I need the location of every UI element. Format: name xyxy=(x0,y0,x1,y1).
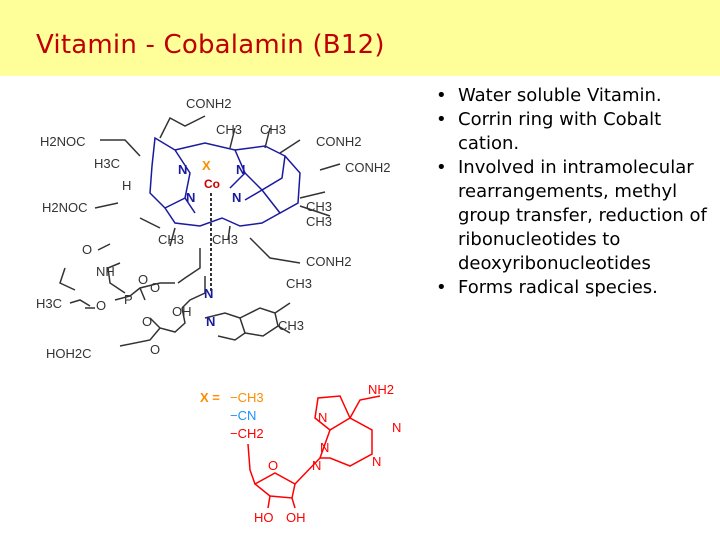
bullet-item: • Forms radical species. xyxy=(436,276,720,300)
label-n-bz2: N xyxy=(206,314,215,329)
label-n-bz1: N xyxy=(204,286,213,301)
bullet-item: • Corrin ring with Cobalt cation. xyxy=(436,108,720,156)
label-x: X xyxy=(202,158,211,173)
label-h2noc-left2: H2NOC xyxy=(42,200,88,215)
label-ch3-r1: CH3 xyxy=(306,199,332,214)
label-h2noc-left: H2NOC xyxy=(40,134,86,149)
label-ad-n3: N xyxy=(312,458,321,473)
label-o-a: O xyxy=(96,298,106,313)
bullet-list: • Water soluble Vitamin. • Corrin ring wit… xyxy=(436,84,720,300)
label-conh2-right1: CONH2 xyxy=(316,134,362,149)
label-n3: N xyxy=(186,190,195,205)
label-ch3-c: CH3 xyxy=(158,232,184,247)
label-o-minus: O xyxy=(150,280,160,295)
label-h3c-bottom: H3C xyxy=(36,296,62,311)
label-cobalt: Co xyxy=(204,177,220,191)
bullet-item: • Water soluble Vitamin. xyxy=(436,84,720,108)
x-legend-methyl: −CH3 xyxy=(230,390,264,405)
bullet-dot-icon: • xyxy=(436,157,447,178)
bullet-text: Water soluble Vitamin. xyxy=(458,85,662,106)
bullet-dot-icon: • xyxy=(436,85,447,106)
label-ch3-r2: CH3 xyxy=(306,214,332,229)
x-legend-cyano: −CN xyxy=(230,408,256,423)
label-ch3-bz2: CH3 xyxy=(278,318,304,333)
label-n4: N xyxy=(232,190,241,205)
label-ad-n2: N xyxy=(392,420,401,435)
label-ch3-bz1: CH3 xyxy=(286,276,312,291)
label-conh2-top: CONH2 xyxy=(186,96,232,111)
bullet-text: Corrin ring with Cobalt cation. xyxy=(458,109,662,154)
corrin-nitrogen-labels: N N N N N N xyxy=(178,162,245,329)
bullet-dot-icon: • xyxy=(436,277,447,298)
structure-labels: CONH2 CH3 CH3 H2NOC CONH2 H3C CONH2 H CH… xyxy=(36,96,391,361)
label-nh2: NH2 xyxy=(368,382,394,397)
cobalamin-structure: CONH2 CH3 CH3 H2NOC CONH2 H3C CONH2 H CH… xyxy=(36,96,401,525)
label-ad-o: O xyxy=(268,458,278,473)
label-o-amide: O xyxy=(82,242,92,257)
label-ch3-d: CH3 xyxy=(212,232,238,247)
skeletal-bonds xyxy=(59,115,341,347)
label-nh: NH xyxy=(96,264,115,279)
label-o-ribose: O xyxy=(150,342,160,357)
label-o-b: O xyxy=(142,314,152,329)
label-h: H xyxy=(122,178,131,193)
label-ch3-b: CH3 xyxy=(260,122,286,137)
adenosine-labels: NH2 N N N N N O HO OH xyxy=(254,382,401,525)
adenosine-bonds xyxy=(247,395,381,509)
label-ad-oh: OH xyxy=(286,510,306,525)
label-ch3-a: CH3 xyxy=(216,122,242,137)
bullet-item: • Involved in intramolecular rearrangemen… xyxy=(436,156,720,276)
label-ad-n5: N xyxy=(320,440,329,455)
label-n1: N xyxy=(178,162,187,177)
label-o-p-top: O xyxy=(138,272,148,287)
slide-title: Vitamin - Cobalamin (B12) xyxy=(36,30,385,60)
bullet-text: Forms radical species. xyxy=(458,277,658,298)
label-hoh2c: HOH2C xyxy=(46,346,92,361)
corrin-ring xyxy=(149,136,301,227)
label-oh: OH xyxy=(172,304,192,319)
label-ad-n4: N xyxy=(372,454,381,469)
x-legend-equals: X = xyxy=(200,390,220,405)
label-n2: N xyxy=(236,162,245,177)
label-conh2-bottom: CONH2 xyxy=(306,254,352,269)
bullet-text: Involved in intramolecular rearrangement… xyxy=(458,157,707,274)
label-h3c: H3C xyxy=(94,156,120,171)
title-bar xyxy=(0,0,720,76)
bullet-dot-icon: • xyxy=(436,109,447,130)
label-ad-ho: HO xyxy=(254,510,274,525)
label-ad-n1: N xyxy=(318,410,327,425)
x-legend-methylene: −CH2 xyxy=(230,426,264,441)
label-p: P xyxy=(124,292,133,307)
label-conh2-right2: CONH2 xyxy=(345,160,391,175)
